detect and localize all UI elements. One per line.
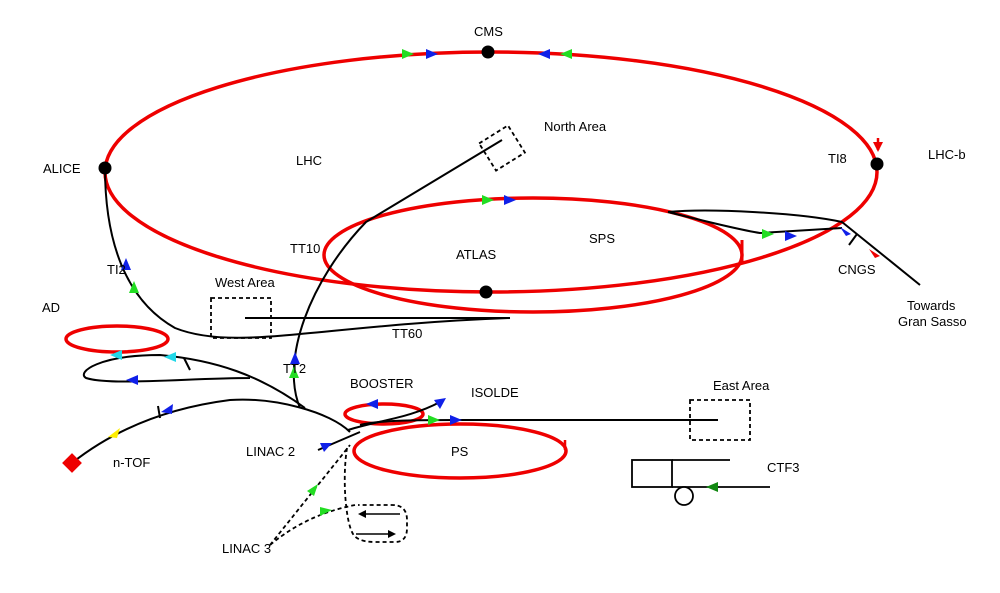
arrow-ti8-blue: [785, 231, 797, 241]
arrow-linac3-green-1: [307, 484, 318, 496]
ti8-line: [667, 209, 921, 286]
booster-ring: [343, 402, 425, 426]
arrow-lhc-green-ccw: [560, 49, 572, 59]
arrow-ps-green: [428, 415, 440, 425]
leir-ring: [343, 447, 408, 543]
west-area-box: [210, 297, 272, 339]
east-area-box: [689, 399, 751, 441]
linac3-line-1: [269, 444, 351, 546]
label-sps: SPS: [589, 231, 615, 246]
label-tt10: TT10: [290, 241, 320, 256]
arrow-ntof-blue: [161, 404, 173, 414]
arrow-ps-blue: [450, 415, 462, 425]
label-isolde: ISOLDE: [471, 385, 519, 400]
arrow-cngs-blue: [840, 227, 851, 236]
label-east-area: East Area: [713, 378, 770, 393]
linac3-line-2: [269, 504, 356, 546]
cngs-branch-line: [667, 211, 843, 235]
label-tt2: TT2: [283, 361, 306, 376]
arrow-ti8-red: [873, 142, 883, 152]
north-area-box: [477, 124, 527, 172]
ctf3-ring: [674, 486, 694, 506]
tt10-line: [292, 139, 503, 409]
ntof-target-marker: [62, 453, 82, 473]
label-lhc: LHC: [296, 153, 322, 168]
cms-point: [481, 45, 495, 59]
arrow-ntof-yellow: [108, 428, 120, 438]
label-ti2: TI2: [107, 262, 126, 277]
ntof-line: [71, 398, 351, 464]
label-alice: ALICE: [43, 161, 81, 176]
tick-ad: [183, 357, 191, 371]
label-west-area: West Area: [215, 275, 276, 290]
arrow-lhc-green-cw: [402, 49, 414, 59]
label-booster: BOOSTER: [350, 376, 414, 391]
ad-ring: [64, 324, 170, 354]
label-tt60: TT60: [392, 326, 422, 341]
label-ti8: TI8: [828, 151, 847, 166]
arrow-tt2-blue: [290, 352, 300, 364]
ps-ring: [352, 422, 568, 480]
label-linac3: LINAC 3: [222, 541, 271, 556]
ad-line: [82, 353, 306, 409]
tick-ntof: [157, 405, 161, 419]
arrow-lhc-blue-cw: [426, 49, 438, 59]
arrow-cngs-red: [869, 249, 880, 258]
label-cms: CMS: [474, 24, 503, 39]
arrow-linac2-blue: [320, 443, 332, 452]
label-atlas: ATLAS: [456, 247, 497, 262]
lhcb-point: [870, 157, 884, 171]
leir-arrowhead-left: [358, 510, 366, 518]
arrow-tt2-green: [289, 366, 299, 378]
label-linac2: LINAC 2: [246, 444, 295, 459]
arrow-sps-green: [482, 195, 494, 205]
arrow-lhc-blue-ccw: [538, 49, 550, 59]
ctf3-box-left: [631, 459, 673, 488]
label-lhcb: LHC-b: [928, 147, 966, 162]
arrow-isolde-blue: [434, 398, 446, 409]
arrow-linac3-green-2: [320, 507, 332, 516]
arrow-ti2-green: [129, 281, 139, 293]
alice-point: [98, 161, 112, 175]
arrow-ad-blue: [126, 375, 138, 385]
label-ntof: n-TOF: [113, 455, 150, 470]
atlas-point: [479, 285, 493, 299]
tick-cngs: [848, 233, 858, 246]
ti2-line: [104, 167, 511, 339]
ps-extraction-line: [359, 419, 718, 426]
label-ctf3: CTF3: [767, 460, 800, 475]
label-cngs: CNGS: [838, 262, 876, 277]
label-north-area: North Area: [544, 119, 607, 134]
label-ad: AD: [42, 300, 60, 315]
label-towards: Towards: [907, 298, 956, 313]
arrow-ti8-green: [762, 229, 774, 239]
arrow-ti2-blue: [121, 258, 131, 270]
label-ps: PS: [451, 444, 469, 459]
arrow-ad-cyan-2: [164, 352, 176, 362]
isolde-line: [347, 401, 441, 431]
arrow-ctf3-darkgreen: [706, 482, 718, 492]
leir-arrowhead-right: [388, 530, 396, 538]
arrow-ad-cyan-1: [110, 350, 122, 360]
arrow-booster-blue: [366, 399, 378, 409]
arrow-sps-blue: [504, 195, 516, 205]
label-gran-sasso: Gran Sasso: [898, 314, 967, 329]
